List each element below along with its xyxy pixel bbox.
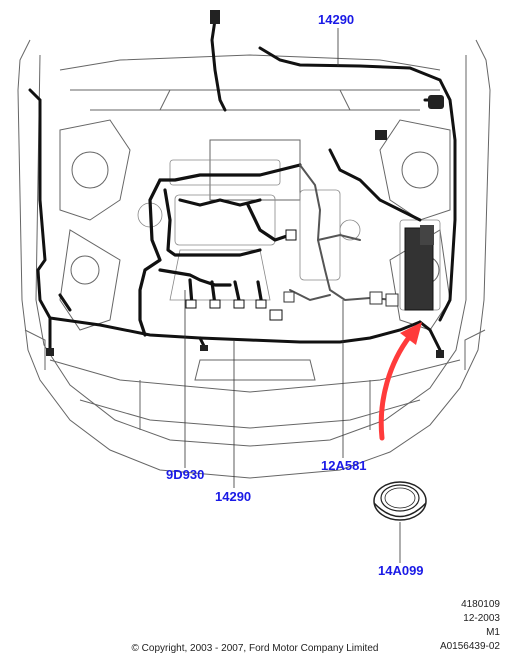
- leader-lines: [184, 28, 401, 563]
- callout-12a581: 12A581: [321, 458, 367, 473]
- drawing-part-id: A0156439-02: [439, 641, 500, 652]
- harness-14290-bottom: [28, 88, 442, 352]
- harness-14290-bottom-connectors: [46, 345, 444, 358]
- drawing-date: 12-2003: [463, 613, 500, 624]
- callout-14290-bottom: 14290: [215, 489, 252, 504]
- vehicle-body-outline: [17, 39, 491, 479]
- drawing-number: 4180109: [461, 599, 500, 610]
- harness-12a581-connectors: [283, 291, 399, 307]
- junction-box: [404, 225, 434, 311]
- location-arrow: [378, 322, 422, 441]
- callout-14290-top: 14290: [318, 12, 355, 27]
- seal-14a099: [373, 481, 427, 521]
- harness-14290-top-connectors: [210, 10, 444, 140]
- callout-9d930: 9D930: [166, 467, 205, 482]
- callout-14a099: 14A099: [378, 563, 424, 578]
- harness-14290-top: [210, 18, 457, 322]
- harness-12a581: [289, 164, 396, 302]
- harness-9d930-connectors: [185, 229, 297, 321]
- drawing-model: M1: [486, 627, 500, 638]
- copyright-notice: © Copyright, 2003 - 2007, Ford Motor Com…: [131, 643, 379, 654]
